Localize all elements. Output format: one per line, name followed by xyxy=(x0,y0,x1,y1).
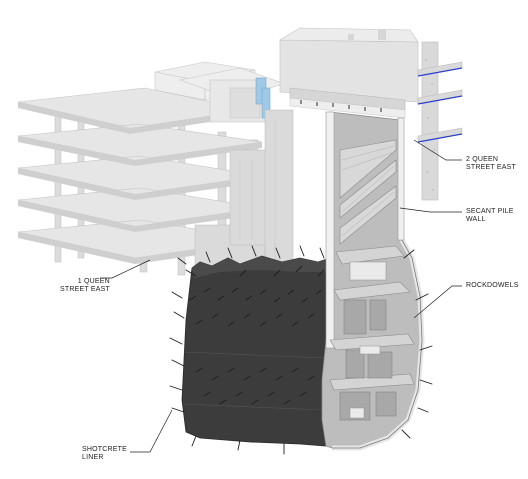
one-queen-building xyxy=(17,61,294,286)
label-secant-pile-wall: SECANT PILE WALL xyxy=(466,208,514,224)
label-one-queen-line2: STREET EAST xyxy=(60,286,110,293)
label-two-queen-line1: 2 QUEEN xyxy=(466,156,499,163)
label-shotcrete-line2: LINER xyxy=(82,454,104,461)
two-queen-building xyxy=(278,27,463,201)
rockdowels xyxy=(169,245,433,455)
roof-beam xyxy=(289,87,406,119)
label-rockdowels: ROCKDOWELS xyxy=(466,282,519,290)
label-rockdowels-line1: ROCKDOWELS xyxy=(466,282,519,289)
label-secant-line1: SECANT PILE xyxy=(466,208,514,215)
label-shotcrete-line1: SHOTCRETE xyxy=(82,446,127,453)
label-one-queen-line1: 1 QUEEN xyxy=(77,278,110,285)
label-shotcrete-liner: SHOTCRETE LINER xyxy=(82,446,127,462)
label-one-queen-street-east: 1 QUEEN STREET EAST xyxy=(60,278,110,294)
leader-lines xyxy=(100,139,462,453)
label-two-queen-line2: STREET EAST xyxy=(466,164,516,171)
label-secant-line2: WALL xyxy=(466,216,486,223)
label-two-queen-street-east: 2 QUEEN STREET EAST xyxy=(466,156,516,172)
shotcrete-cavern xyxy=(181,111,425,451)
